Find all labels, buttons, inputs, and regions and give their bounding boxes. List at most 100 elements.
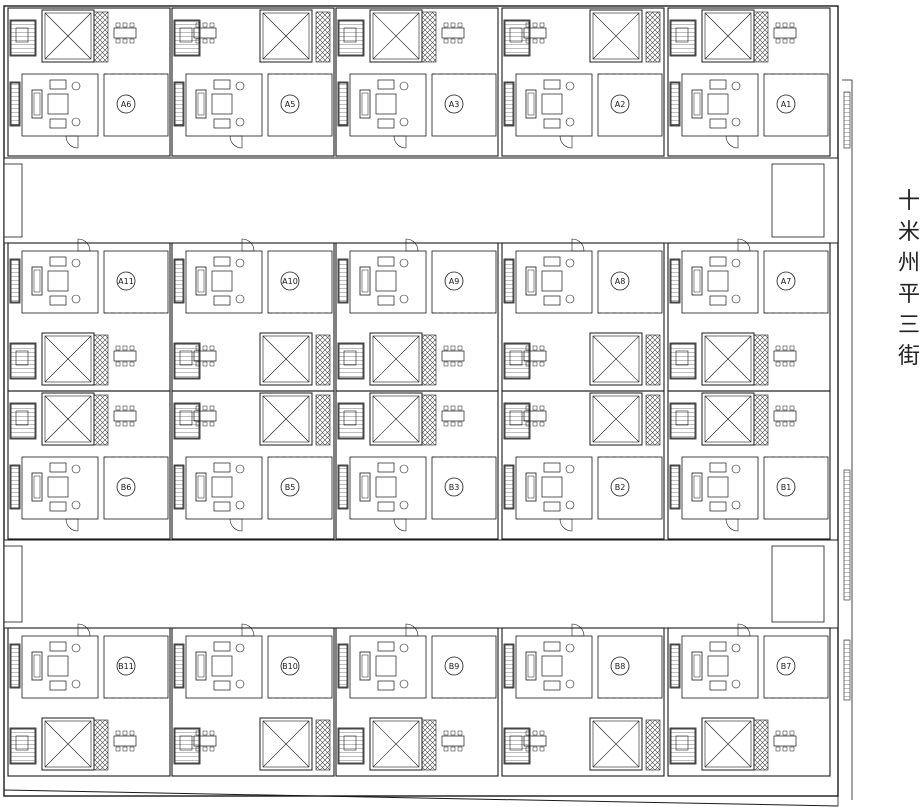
chair (129, 361, 135, 367)
unit-number: A5 (285, 100, 296, 109)
stair (503, 81, 515, 127)
street-char: 平 (897, 282, 920, 307)
unit-tag: A5 (280, 94, 300, 114)
unit-tag-circle (116, 656, 136, 676)
door (737, 623, 751, 637)
armchair (213, 295, 231, 306)
coffee-table (47, 476, 69, 498)
desk (15, 735, 29, 751)
chair (532, 730, 538, 736)
unit-frame (7, 627, 171, 777)
door (241, 623, 255, 637)
stair-treads (504, 728, 530, 764)
door-swing (241, 623, 255, 637)
shaft-inner (704, 395, 752, 443)
coffee-table (707, 93, 729, 115)
stair-treads (670, 20, 696, 56)
unit-tag-circle (280, 656, 300, 676)
stair-treads (670, 644, 680, 688)
sofa (525, 266, 537, 296)
armchair (49, 295, 67, 306)
armchair (49, 79, 67, 90)
shaft-cross (704, 335, 752, 383)
light-well (701, 9, 755, 63)
stair-treads (670, 465, 680, 509)
desk (343, 735, 357, 751)
chair (457, 22, 463, 28)
chair (209, 746, 215, 752)
stair-treads (10, 644, 20, 688)
chair (122, 746, 128, 752)
shop-front (597, 73, 663, 137)
chair (789, 22, 795, 28)
coffee-table (375, 476, 397, 498)
stair-treads (338, 343, 364, 379)
unit-number: A8 (615, 277, 626, 286)
chair (789, 361, 795, 367)
kitchen-counter (753, 394, 769, 446)
stair-treads (504, 259, 514, 303)
sofa (359, 89, 371, 119)
shop-front (763, 456, 829, 520)
door-swing (229, 135, 243, 149)
lamp (565, 643, 575, 653)
living-room (21, 456, 99, 520)
unit-tag-circle (610, 477, 630, 497)
chair (532, 345, 538, 351)
shaft-inner (592, 720, 640, 768)
unit-frame (7, 7, 171, 157)
stair-frame (669, 727, 697, 765)
light-well (41, 717, 95, 771)
unit-number: B8 (615, 662, 626, 671)
chair (443, 730, 449, 736)
street-char: 街 (897, 344, 920, 369)
light-well (41, 332, 95, 386)
unit-tag: A6 (116, 94, 136, 114)
road-line (842, 79, 853, 800)
chair (450, 421, 456, 427)
shaft-inner (262, 12, 310, 60)
chair (775, 730, 781, 736)
coffee-table (47, 93, 69, 115)
shaft-inner (704, 720, 752, 768)
armchair (213, 79, 231, 90)
armchair (213, 501, 231, 512)
stair-treads (338, 82, 348, 126)
desk (179, 410, 193, 426)
unit-tag-circle (280, 477, 300, 497)
door (405, 623, 419, 637)
chair (450, 405, 456, 411)
stair-frame (173, 727, 201, 765)
balcony (669, 342, 697, 380)
lamp (565, 258, 575, 268)
unit-frame (501, 390, 665, 540)
desk (675, 350, 689, 366)
shaft-inner (262, 395, 310, 443)
balcony (173, 727, 201, 765)
unit: B5 (171, 390, 335, 540)
armchair (543, 295, 561, 306)
living-room (21, 250, 99, 314)
door (571, 623, 585, 637)
armchair (213, 118, 231, 129)
chair (782, 746, 788, 752)
coffee-table (541, 270, 563, 292)
stair-frame (9, 81, 21, 127)
unit-tag-circle (610, 94, 630, 114)
stair-treads (504, 20, 530, 56)
shaft-inner (44, 720, 92, 768)
shop-front (103, 456, 169, 520)
chair (122, 38, 128, 44)
kitchen-counter (93, 394, 109, 446)
armchair (543, 462, 561, 473)
living-room (681, 456, 759, 520)
sofa-cushion (361, 92, 369, 116)
shaft-cross (704, 720, 752, 768)
light-well (589, 717, 643, 771)
chair (202, 730, 208, 736)
stair-treads (174, 728, 200, 764)
stair-frame (503, 342, 531, 380)
sofa-cushion (693, 654, 701, 678)
living-room (515, 250, 593, 314)
